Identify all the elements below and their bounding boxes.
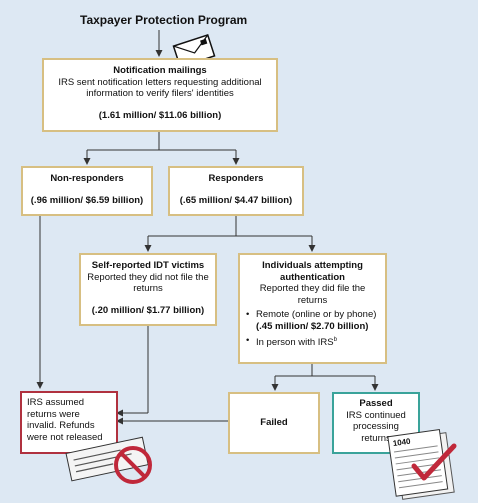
no-sign-icon <box>114 446 152 484</box>
notification-heading: Notification mailings <box>113 65 207 76</box>
bullet-remote-text: Remote (online or by phone) <box>256 309 377 320</box>
responders-figures: (.65 million/ $4.47 billion) <box>179 194 293 206</box>
non-responders-heading: Non-responders <box>50 173 124 184</box>
authenticating-box: Individuals attempting authentication Re… <box>238 253 387 364</box>
non-responders-box: Non-responders (.96 million/ $6.59 billi… <box>21 166 153 216</box>
notification-box: Notification mailings IRS sent notificat… <box>42 58 278 132</box>
invalid-text: IRS assumed returns were invalid. Refund… <box>27 397 103 443</box>
notification-figures: (1.61 million/ $11.06 billion) <box>98 109 222 121</box>
bullet-remote-figures: (.45 million/ $2.70 billion) <box>256 320 369 332</box>
self-reported-figures: (.20 million/ $1.77 billion) <box>91 304 205 316</box>
bullet-in-person-text: In person with IRS <box>256 337 334 349</box>
self-reported-text: Reported they did not file the returns <box>87 271 209 295</box>
authenticating-heading: Individuals attempting authentication <box>262 260 363 283</box>
non-responders-figures: (.96 million/ $6.59 billion) <box>30 194 144 206</box>
bullet-in-person: • In person with IRSb <box>246 335 337 349</box>
tax-form-icon: 1040 <box>387 428 457 500</box>
self-reported-box: Self-reported IDT victims Reported they … <box>79 253 217 326</box>
authenticating-text: Reported they did file the returns <box>259 283 366 306</box>
passed-heading: Passed <box>359 398 393 409</box>
invalid-box: IRS assumed returns were invalid. Refund… <box>20 391 118 454</box>
passed-text: IRS continued processing returns <box>346 409 406 444</box>
responders-box: Responders (.65 million/ $4.47 billion) <box>168 166 304 216</box>
diagram-title: Taxpayer Protection Program <box>80 13 248 27</box>
bullet-remote: • Remote (online or by phone) (.45 milli… <box>246 309 377 332</box>
footnote-marker: b <box>333 337 337 343</box>
checkmark-icon <box>411 443 457 481</box>
form-label: 1040 <box>392 437 411 448</box>
responders-heading: Responders <box>208 173 264 184</box>
self-reported-heading: Self-reported IDT victims <box>91 260 205 271</box>
failed-label: Failed <box>260 417 288 429</box>
notification-text: IRS sent notification letters requesting… <box>58 76 262 100</box>
failed-box: Failed <box>228 392 320 454</box>
